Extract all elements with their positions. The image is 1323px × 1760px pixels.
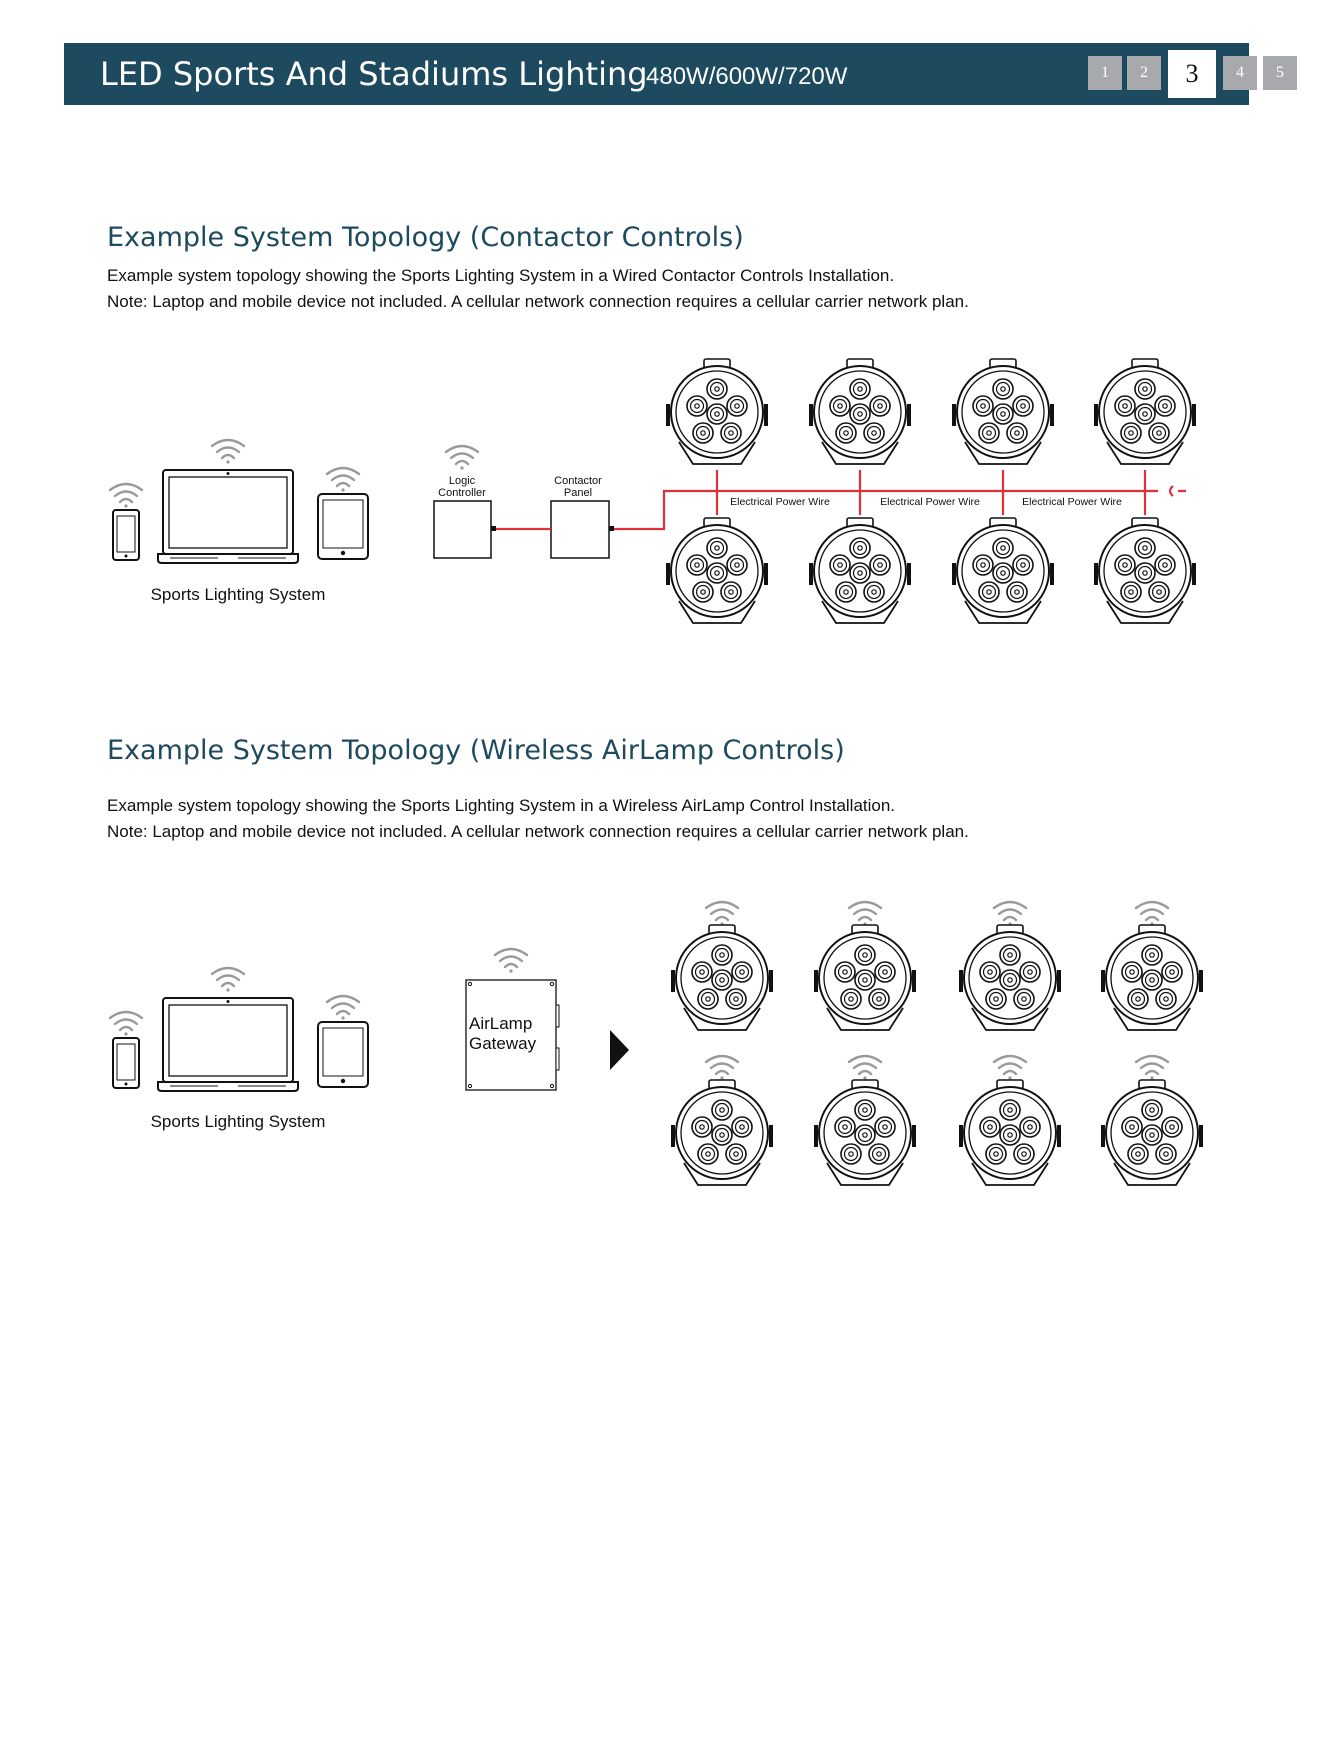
page-header: LED Sports And Stadiums Lighting 480W/60… (64, 43, 1297, 105)
section-1-description: Example system topology showing the Spor… (107, 266, 895, 285)
floodlight-top-4 (1094, 358, 1196, 465)
section-2-description: Example system topology showing the Spor… (107, 796, 896, 815)
gateway-label-2: Gateway (469, 1034, 537, 1053)
floodlight-wifi-top-1 (704, 900, 740, 926)
laptop-wifi-icon-2 (210, 966, 246, 992)
floodlight-wifi-top-3 (992, 900, 1028, 926)
floodlight-wifi-bottom-4 (1134, 1054, 1170, 1080)
page-1-button[interactable]: 1 (1088, 56, 1122, 90)
header-subtitle: 480W/600W/720W (646, 63, 848, 90)
gateway-label-1: AirLamp (469, 1014, 532, 1033)
laptop-icon-2 (157, 997, 299, 1092)
page-3-button[interactable]: 3 (1168, 50, 1216, 98)
wire-label-2: Electrical Power Wire (880, 496, 980, 508)
system-label-2: Sports Lighting System (151, 1112, 326, 1131)
tablet-icon-2 (317, 1021, 369, 1088)
phone-icon-1 (112, 509, 140, 561)
logic-controller-box (433, 500, 492, 559)
contactor-panel-box (550, 500, 610, 559)
phone-wifi-icon-1 (108, 482, 144, 508)
laptop-icon-1 (157, 469, 299, 564)
section-2-note: Note: Laptop and mobile device not inclu… (107, 822, 969, 841)
floodlight-wifi-top-2 (847, 900, 883, 926)
gateway-wifi-icon (493, 947, 529, 973)
floodlight-bottom-1 (666, 517, 768, 624)
page-5-button[interactable]: 5 (1263, 56, 1297, 90)
signal-arrow-icon (610, 1030, 629, 1070)
wireless-floodlight-top-3 (959, 924, 1061, 1031)
floodlight-wifi-bottom-1 (704, 1054, 740, 1080)
contactor-panel-label-1: Contactor (554, 475, 602, 487)
wireless-floodlight-top-1 (671, 924, 773, 1031)
airlamp-gateway-box (465, 979, 557, 1091)
header-title: LED Sports And Stadiums Lighting (100, 55, 648, 93)
floodlight-top-1 (666, 358, 768, 465)
floodlight-wifi-top-4 (1134, 900, 1170, 926)
section-2-title: Example System Topology (Wireless AirLam… (107, 735, 845, 766)
laptop-wifi-icon-1 (210, 438, 246, 464)
wireless-floodlight-bottom-1 (671, 1079, 773, 1186)
power-wiring (496, 470, 1186, 531)
wireless-floodlight-bottom-3 (959, 1079, 1061, 1186)
section-1-title: Example System Topology (Contactor Contr… (107, 222, 744, 253)
wireless-floodlight-bottom-2 (814, 1079, 916, 1186)
floodlight-bottom-3 (952, 517, 1054, 624)
wire-label-1: Electrical Power Wire (730, 496, 830, 508)
page-4-button[interactable]: 4 (1223, 56, 1257, 90)
tablet-wifi-icon-2 (325, 994, 361, 1020)
section-1-note: Note: Laptop and mobile device not inclu… (107, 292, 969, 311)
phone-wifi-icon-2 (108, 1010, 144, 1036)
contactor-panel-label-2: Panel (564, 487, 592, 499)
logic-controller-label-1: Logic (449, 475, 476, 487)
wireless-topology-diagram: Sports Lighting System AirLamp Gateway (108, 900, 1203, 1186)
floodlight-wifi-bottom-2 (847, 1054, 883, 1080)
tablet-wifi-icon-1 (325, 466, 361, 492)
system-label: Sports Lighting System (151, 585, 326, 604)
wire-label-3: Electrical Power Wire (1022, 496, 1122, 508)
tablet-icon-1 (317, 493, 369, 560)
logic-controller-label-2: Controller (438, 487, 486, 499)
floodlight-bottom-4 (1094, 517, 1196, 624)
floodlight-top-2 (809, 358, 911, 465)
logic-controller-wifi-icon (444, 444, 480, 470)
wireless-floodlight-top-4 (1101, 924, 1203, 1031)
contactor-topology-diagram: Sports Lighting System Logic Controller … (108, 358, 1196, 624)
phone-icon-2 (112, 1037, 140, 1089)
page-2-button[interactable]: 2 (1127, 56, 1161, 90)
wireless-floodlight-bottom-4 (1101, 1079, 1203, 1186)
wireless-floodlight-top-2 (814, 924, 916, 1031)
floodlight-top-3 (952, 358, 1054, 465)
floodlight-bottom-2 (809, 517, 911, 624)
floodlight-wifi-bottom-3 (992, 1054, 1028, 1080)
